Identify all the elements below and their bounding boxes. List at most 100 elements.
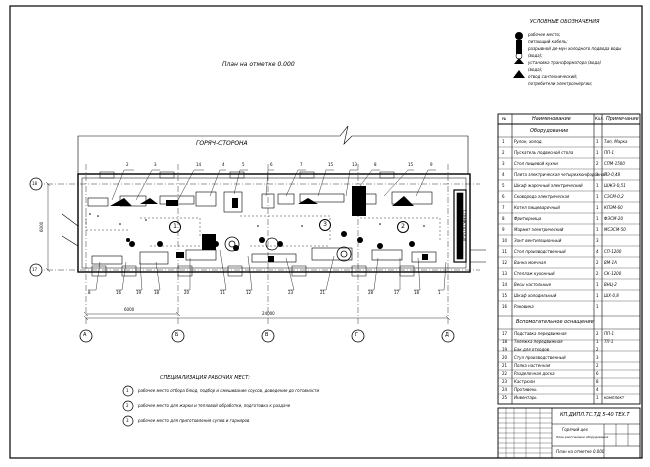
spec-row-name: Стол пищевой кухни (514, 161, 558, 166)
spec-row-number: 12 (502, 260, 508, 265)
doc-code: КП.ДИПЛ.ТС.ТД 5-40 ТЕХ.Т (560, 412, 630, 418)
spec-row-qty: 2 (596, 331, 599, 336)
spec-row-note: ВМ-1А (604, 260, 617, 265)
title-block (497, 407, 641, 459)
spec-row-note: ВНЦ-2 (604, 282, 617, 287)
dim-vertical: 6000 (39, 221, 44, 232)
workplace-list-text: рабочее место для жарки и тепловой обраб… (138, 403, 291, 408)
axis-label: Г (355, 332, 359, 338)
row-axis-label: 17 (32, 267, 38, 272)
spec-row-name: Шкаф жарочный электрический (514, 183, 583, 188)
spec-row-qty: 4 (596, 249, 599, 254)
spec-row-note: МСЭСМ-50 (604, 227, 626, 232)
legend-item: (вода); (528, 67, 543, 72)
spec-row-name: Раковина (514, 304, 534, 309)
callout-bottom: 1 (438, 290, 441, 295)
spec-row-qty: 2 (596, 347, 599, 352)
spec-row-qty: 2 (596, 271, 599, 276)
row-axis-label: 18 (32, 181, 38, 186)
dim-total: 24000 (262, 311, 275, 316)
plan-title: План на отметке 0.000 (222, 61, 295, 68)
legend-item: (вода); (528, 53, 543, 58)
col-header-no: № (502, 116, 507, 121)
equipment-dark (110, 186, 428, 262)
group-title: Оборудование (530, 128, 569, 134)
spec-row-number: 2 (502, 150, 505, 155)
equipment-bottom-row (91, 247, 437, 265)
workplace-list-num: 2 (126, 403, 129, 408)
doc-name-line2: План расстановки оборудования (556, 435, 609, 439)
callout-top: 4 (222, 162, 225, 167)
axis-label: А (83, 332, 87, 338)
col-header-name: Наименование (532, 116, 571, 122)
group-title: Вспомогательное оснащение (516, 319, 594, 325)
kettles (224, 236, 352, 262)
spec-row-qty: 1 (596, 150, 599, 155)
wall-label: СТЕНА ПО ОСИ (462, 210, 467, 242)
spec-row-note: СЭСМ-0,2 (604, 194, 624, 199)
workplace-mark: 2 (397, 221, 409, 233)
spec-table-rows (498, 146, 640, 395)
spec-row-note: ШХ-0,8 (604, 293, 619, 298)
callout-top: 14 (196, 162, 202, 167)
callout-top: 8 (374, 162, 377, 167)
spec-row-name: Котел пищеварочный (514, 205, 560, 210)
spec-row-number: 11 (502, 249, 508, 254)
workplace-list-bubbles (122, 385, 134, 427)
left-door (61, 213, 79, 247)
spec-row-qty: 1 (596, 395, 599, 400)
callout-top: 6 (270, 162, 273, 167)
workplace-mark: 3 (319, 219, 331, 231)
sheet-name: План на отметке 0.000 (556, 449, 605, 454)
spec-row-number: 1 (502, 139, 505, 144)
callout-bottom: 18 (154, 290, 160, 295)
spec-row-name: Фритюрница (514, 216, 542, 221)
spec-row-name: Стол производственный (514, 249, 566, 254)
spec-row-qty: 1 (596, 304, 599, 309)
top-openings (99, 171, 395, 179)
spec-row-number: 15 (502, 293, 508, 298)
spec-row-number: 21 (502, 363, 508, 368)
callout-top: 7 (300, 162, 303, 167)
spec-row-note: СП-1200 (604, 249, 622, 254)
spec-row-name: Разделочная доска (514, 371, 555, 376)
workplace-list-text: рабочее место для приготовления супов и … (138, 418, 250, 423)
callout-top: 9 (430, 162, 433, 167)
spec-row-qty: 8 (596, 379, 599, 384)
spec-row-qty: 1 (596, 183, 599, 188)
spec-row-number: 8 (502, 216, 505, 221)
spec-row-name: Мармит электрический (514, 227, 564, 232)
callout-bottom: 23 (288, 290, 294, 295)
spec-row-note: ПЭ-0,48 (604, 172, 621, 177)
callout-top: 13 (352, 162, 358, 167)
legend-symbols (513, 32, 525, 78)
workplace-list-text: рабочее место отбора блюд, подбор и смеш… (138, 388, 320, 393)
floor-plan (36, 125, 486, 324)
spec-row-note: СПМ-1500 (604, 161, 625, 166)
spec-row-note: КПЭМ-60 (604, 205, 623, 210)
callout-bottom: 28 (368, 290, 374, 295)
spec-row-number: 22 (502, 371, 508, 376)
axis-label: В (265, 332, 269, 338)
spec-row-note: Тип, Марка (604, 139, 628, 144)
legend-item: разрывной де-мун холодного подвода воды (528, 46, 622, 51)
callout-top: 15 (328, 162, 334, 167)
outer-wall (77, 173, 471, 273)
spec-row-number: 10 (502, 238, 508, 243)
axis-label: Д (445, 332, 449, 338)
spec-row-qty: 1 (596, 216, 599, 221)
spec-row-number: 14 (502, 282, 508, 287)
callout-top: 5 (242, 162, 245, 167)
spec-row-name: Ванна моечная (514, 260, 546, 265)
callout-bottom: 20 (184, 290, 190, 295)
inner-wall (81, 177, 467, 269)
workplace-list-num: 3 (126, 418, 129, 423)
callout-bottom: 16 (116, 290, 122, 295)
corridor-label: ГОРЯЧ-СТОРОНА (196, 140, 248, 147)
spec-table-grid (497, 113, 641, 405)
legend-item: установка трансформатора (вода) (528, 60, 602, 65)
callout-bottom: 21 (320, 290, 326, 295)
sheet-frame (9, 5, 643, 459)
spec-row-name: Весы настольные (514, 282, 552, 287)
